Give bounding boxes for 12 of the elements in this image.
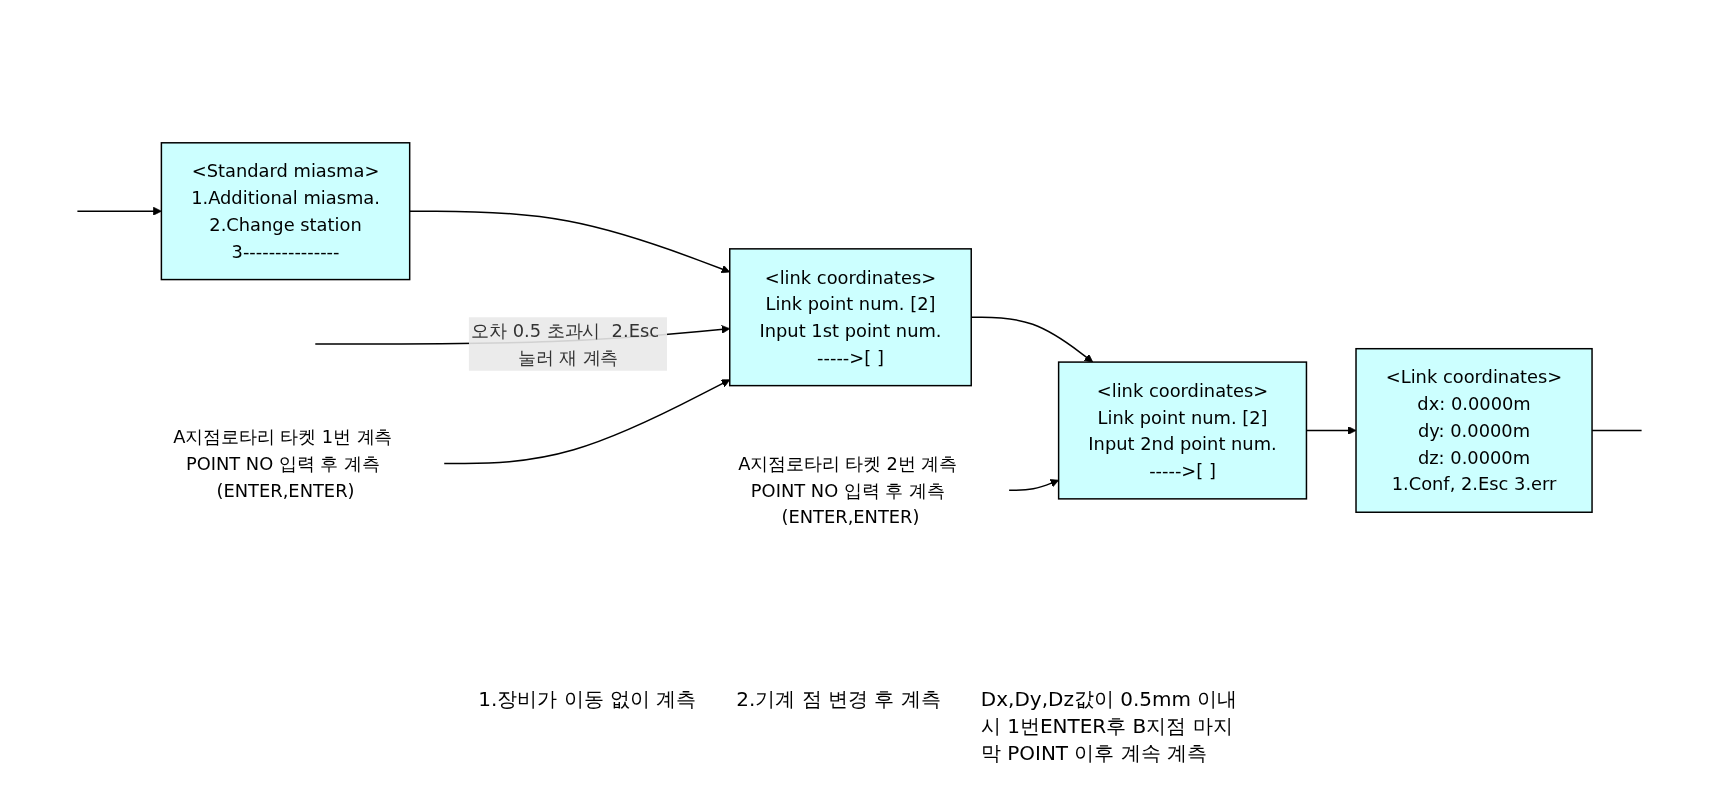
node-box: <link coordinates> Link point num. [2] Input 1st point num. ----->[ ] (729, 248, 972, 387)
note-text: 1.장비가 이동 없이 계측 (478, 686, 697, 713)
edge-label: 오차 0.5 초과시 2.Esc 눌러 재 계측 (471, 320, 660, 368)
node-box: <link coordinates> Link point num. [2] Input 2nd point num. ----->[ ] (1057, 361, 1308, 500)
node-box: <Link coordinates> dx: 0.0000m dy: 0.0000m dz: 0.0000m 1.Conf, 2.Esc 3.err (1355, 347, 1593, 513)
arrow (76, 206, 162, 216)
arrow (1008, 479, 1059, 491)
note-text: 2.기계 점 변경 후 계측 (736, 686, 941, 713)
node-text: A지점로타리 타켓 1번 계측 POINT NO 입력 후 계측 (ENTER,ENTER) (173, 426, 393, 501)
node-text: A지점로타리 타켓 2번 계측 POINT NO 입력 후 계측 (ENTER,ENTER) (738, 453, 958, 528)
note-text: Dx,Dy,Dz값이 0.5mm 이내 시 1번ENTER후 B지점 마지막 POINT 이후 계속 계측 (980, 686, 1239, 767)
node-box: <Standard miasma> 1.Additional miasma. 2.Change station 3--------------- (160, 142, 411, 281)
